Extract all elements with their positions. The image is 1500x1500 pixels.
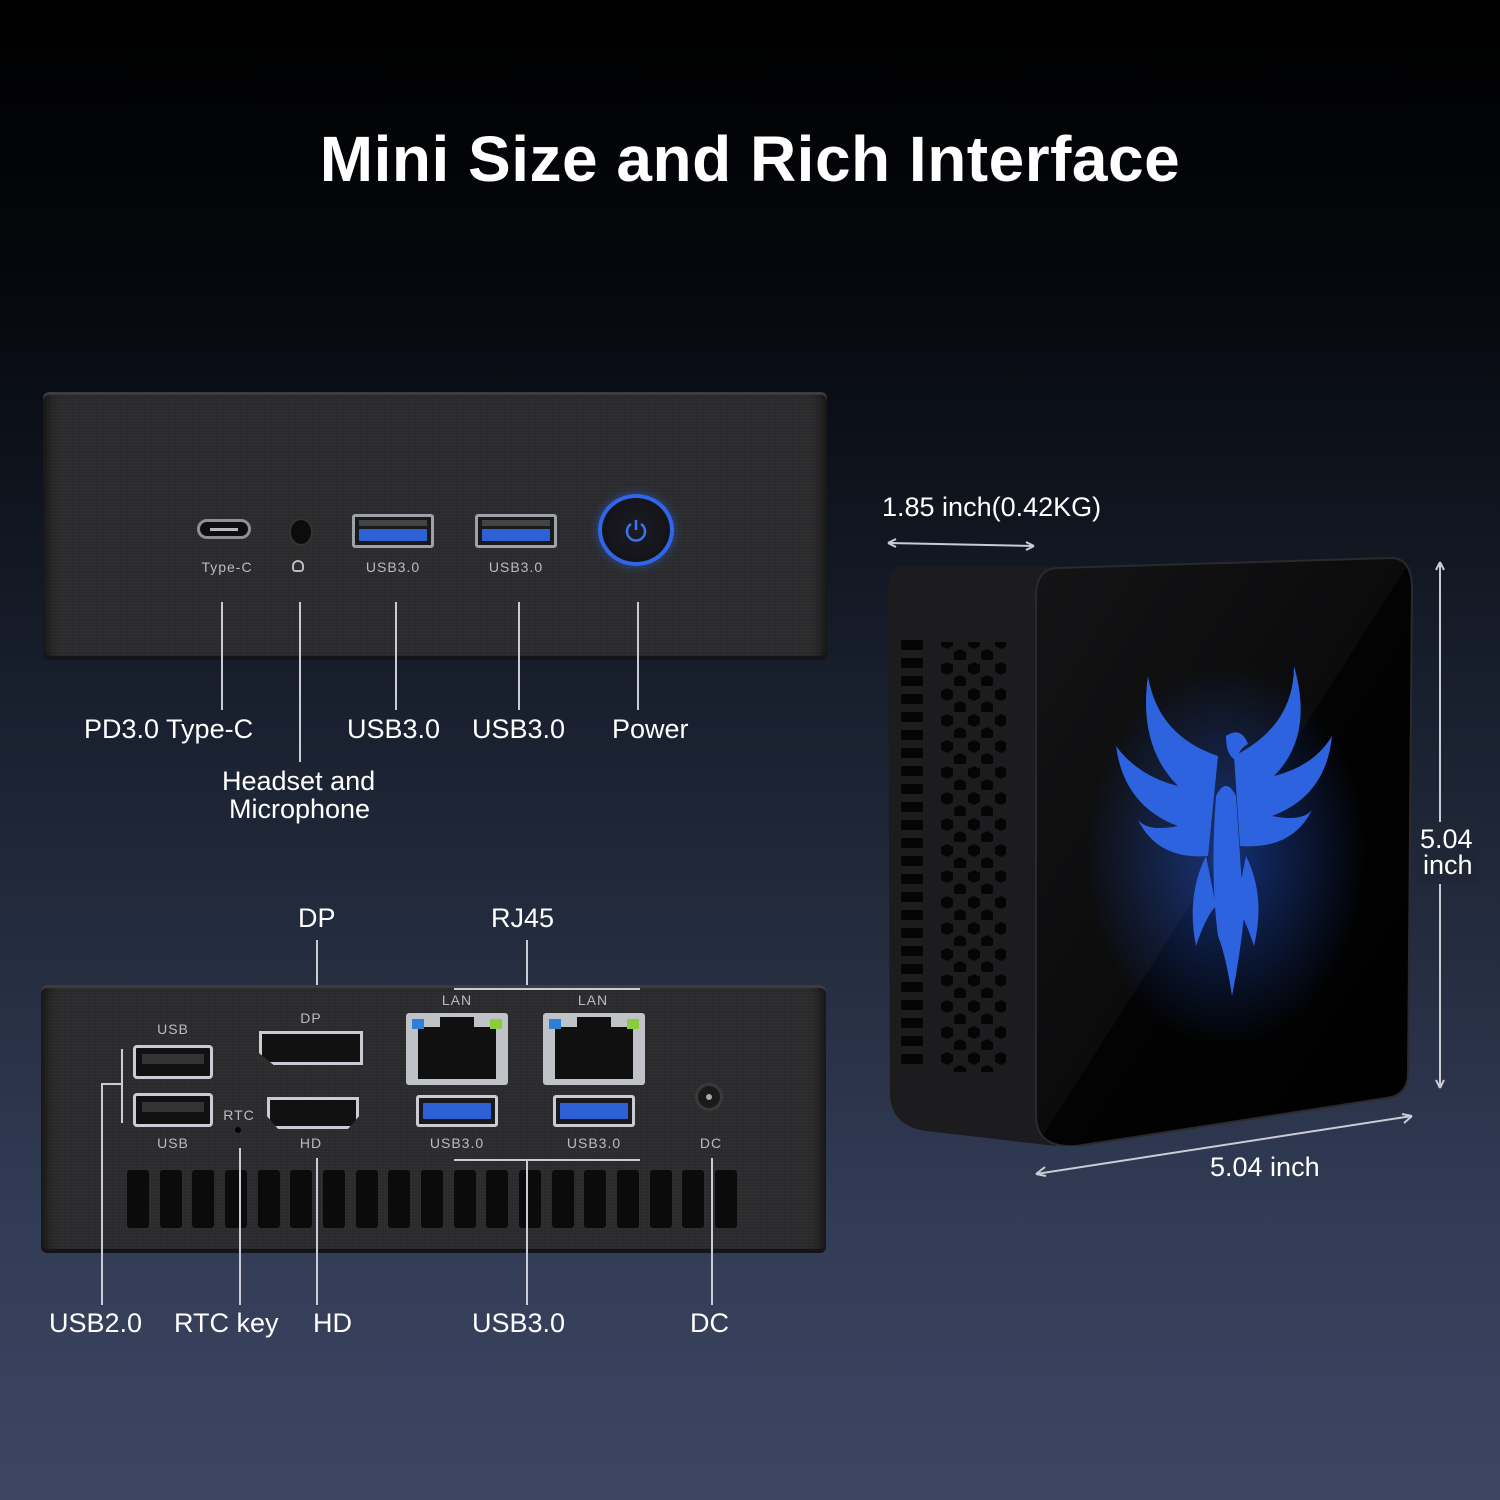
callout-hd: HD	[313, 1308, 352, 1338]
callout-usb3-rear: USB3.0	[472, 1308, 566, 1338]
usb3-port-rear-a	[416, 1095, 498, 1127]
dimension-depth-arrow	[887, 538, 1035, 551]
callout-usb2: USB2.0	[49, 1308, 143, 1338]
mini-pc-cube-image	[886, 556, 1416, 1148]
callout-line-usb2	[101, 1083, 103, 1305]
usb2-port-top	[133, 1045, 213, 1079]
headset-jack	[289, 518, 313, 546]
callout-dp: DP	[298, 903, 336, 933]
silk-usb-bottom: USB	[157, 1135, 189, 1151]
dimension-height-line1: 5.04	[1420, 824, 1473, 854]
silk-dp: DP	[300, 1010, 322, 1026]
callout-line-rtc	[239, 1148, 241, 1305]
callout-headset-line1: Headset and	[222, 766, 376, 796]
callout-line-rj45	[526, 940, 528, 988]
dimension-width-arrow	[1035, 1113, 1413, 1177]
silk-usb-top: USB	[157, 1021, 189, 1037]
displayport-port	[259, 1031, 363, 1065]
rtc-pinhole	[235, 1127, 241, 1133]
page-title: Mini Size and Rich Interface	[319, 123, 1181, 195]
dimension-depth-label: 1.85 inch(0.42KG)	[882, 492, 1102, 522]
phoenix-logo	[1116, 666, 1332, 996]
dimension-height-mask	[1418, 822, 1478, 884]
silk-hd: HD	[299, 1135, 323, 1151]
callout-rtc-key: RTC key	[174, 1308, 279, 1338]
usb3-port-front-b	[475, 514, 557, 548]
callout-line-usb3-b	[518, 602, 520, 710]
rj45-bracket-line	[454, 988, 640, 990]
dc-jack	[695, 1083, 723, 1111]
usb3-bracket-line	[454, 1159, 640, 1161]
usb3-port-rear-b	[553, 1095, 635, 1127]
callout-usb3-a: USB3.0	[347, 714, 441, 744]
callout-line-hd	[316, 1158, 318, 1305]
callout-line-usb3-a	[395, 602, 397, 710]
silk-lan-b: LAN	[577, 992, 609, 1008]
callout-line-power	[637, 602, 639, 710]
callout-line-type-c	[221, 602, 223, 710]
dimension-height-line2: inch	[1423, 850, 1473, 880]
callout-line-dp	[316, 940, 318, 996]
silk-usb3-rear-b: USB3.0	[566, 1135, 622, 1151]
callout-power: Power	[612, 714, 689, 744]
silk-usb3-rear-a: USB3.0	[429, 1135, 485, 1151]
callout-line-dc	[711, 1158, 713, 1305]
silk-type-c: Type-C	[201, 559, 253, 575]
callout-rj45: RJ45	[491, 903, 555, 933]
hdmi-port	[267, 1097, 359, 1129]
headset-icon	[292, 560, 304, 572]
silk-usb3-a: USB3.0	[365, 559, 421, 575]
callout-line-headset	[299, 602, 301, 762]
dimension-width-label: 5.04 inch	[1210, 1152, 1320, 1182]
rj45-port-a	[406, 1013, 508, 1085]
power-button	[598, 494, 674, 566]
callout-headset-line2: Microphone	[229, 794, 371, 824]
power-icon	[625, 520, 647, 542]
callout-type-c: PD3.0 Type-C	[84, 714, 254, 744]
usb3-port-front-a	[352, 514, 434, 548]
silk-lan-a: LAN	[441, 992, 473, 1008]
rj45-port-b	[543, 1013, 645, 1085]
silk-rtc: RTC	[223, 1107, 255, 1123]
silk-dc: DC	[699, 1135, 723, 1151]
silk-usb3-b: USB3.0	[488, 559, 544, 575]
usb2-bracket-line	[121, 1049, 123, 1123]
callout-line-usb3-rear	[526, 1160, 528, 1305]
callout-usb3-b: USB3.0	[472, 714, 566, 744]
callout-dc: DC	[690, 1308, 729, 1338]
callout-line-usb2-stub	[101, 1083, 121, 1085]
usb2-port-bottom	[133, 1093, 213, 1127]
type-c-port	[197, 519, 251, 539]
front-panel-image: Type-C USB3.0 USB3.0	[43, 392, 827, 660]
